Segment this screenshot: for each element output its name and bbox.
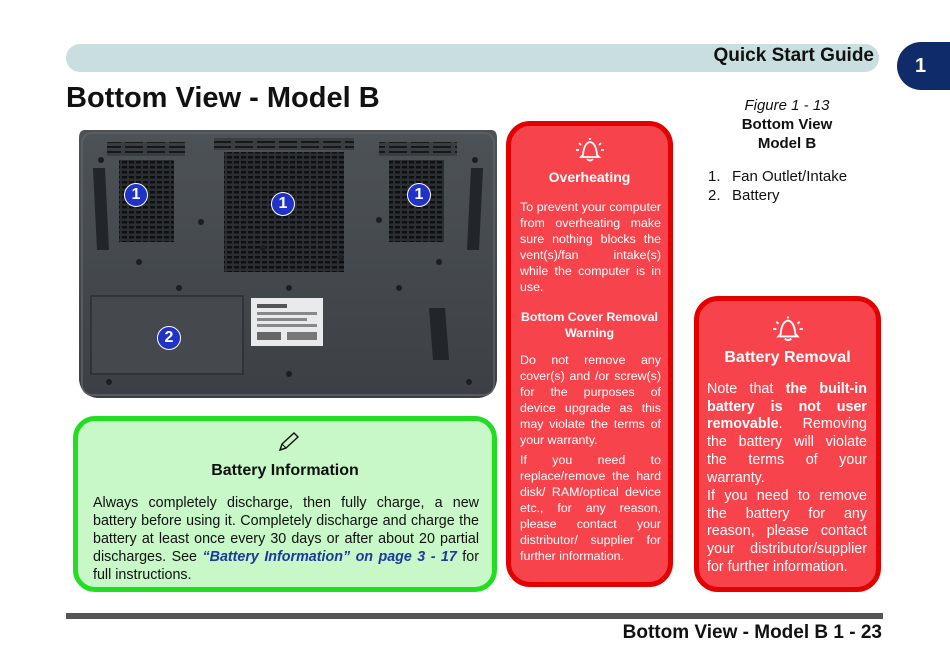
overheating-heading: Overheating: [548, 169, 631, 185]
battery-information-link[interactable]: “Battery Information” on page 3 - 17: [202, 549, 457, 565]
legend-number: 2.: [708, 187, 721, 204]
chapter-tab[interactable]: 1: [897, 42, 950, 90]
battery-removal-text: Note that the built-in battery is not us…: [707, 381, 867, 486]
pen-icon: [278, 432, 300, 452]
callout-battery: 2: [157, 326, 181, 350]
legend-label: Battery: [732, 187, 780, 204]
callout-fan-left: 1: [124, 183, 148, 207]
legend-item: 2. Battery: [708, 186, 847, 205]
legend-label: Fan Outlet/Intake: [732, 168, 848, 185]
note-heading: Battery Information: [211, 462, 359, 479]
header-title: Quick Start Guide: [713, 45, 874, 66]
figure-title-line2: Model B: [757, 135, 817, 152]
header-bar: [66, 44, 879, 72]
overheating-warning: Overheating To prevent your computer fro…: [506, 121, 673, 587]
figure-number: Figure 1 - 13: [744, 97, 830, 114]
battery-removal-contact-text: If you need to remove the battery for an…: [707, 488, 867, 575]
battery-removal-heading: Battery Removal: [724, 349, 851, 366]
cover-removal-text: Do not remove any cover(s) and /or screw…: [520, 353, 661, 447]
footer-bar: [66, 613, 883, 619]
overheating-text: To prevent your computer from overheatin…: [520, 200, 661, 294]
alarm-bell-icon: [575, 138, 604, 162]
battery-removal-warning: Battery Removal Note that the built-in b…: [694, 296, 881, 592]
alarm-bell-icon: [772, 316, 803, 342]
footer-page-label: Bottom View - Model B 1 - 23: [622, 622, 882, 643]
callout-fan-center: 1: [271, 192, 295, 216]
figure-legend: 1. Fan Outlet/Intake 2. Battery: [708, 167, 847, 205]
legend-item: 1. Fan Outlet/Intake: [708, 167, 847, 186]
figure-caption: Figure 1 - 13 Bottom View Model B: [700, 96, 874, 153]
laptop-bottom-photo: [79, 130, 497, 398]
cover-removal-heading: Bottom Cover Removal Warning: [520, 310, 658, 340]
battery-information-note: Battery Information Always completely di…: [73, 416, 497, 592]
note-text: Always completely discharge, then fully …: [93, 495, 479, 583]
replace-parts-text: If you need to replace/remove the hard d…: [520, 453, 661, 563]
page-title: Bottom View - Model B: [66, 82, 380, 114]
callout-fan-right: 1: [407, 183, 431, 207]
legend-number: 1.: [708, 168, 721, 185]
figure-title-line1: Bottom View: [741, 116, 833, 133]
